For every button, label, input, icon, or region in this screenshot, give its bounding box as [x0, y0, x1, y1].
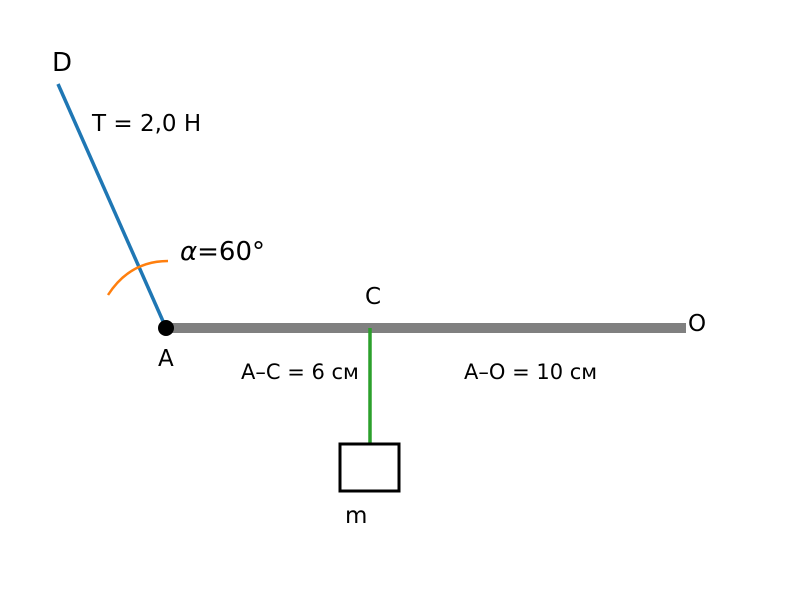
angle-arc	[106, 259, 169, 296]
label-point-o: O	[688, 311, 707, 337]
label-point-c: C	[365, 284, 382, 310]
hinge-point	[158, 320, 174, 336]
alpha-value: =60°	[197, 237, 266, 267]
weight-box	[338, 442, 401, 493]
cable-ad	[56, 83, 168, 329]
alpha-symbol: α	[180, 237, 198, 267]
label-distance-ac: A–C = 6 см	[241, 360, 359, 384]
label-tension: T = 2,0 Н	[92, 111, 202, 137]
label-angle: α=60°	[180, 239, 265, 265]
label-mass: m	[345, 503, 368, 529]
label-point-a: A	[158, 346, 174, 372]
label-point-d: D	[52, 48, 73, 78]
label-distance-ao: A–O = 10 см	[464, 360, 598, 384]
